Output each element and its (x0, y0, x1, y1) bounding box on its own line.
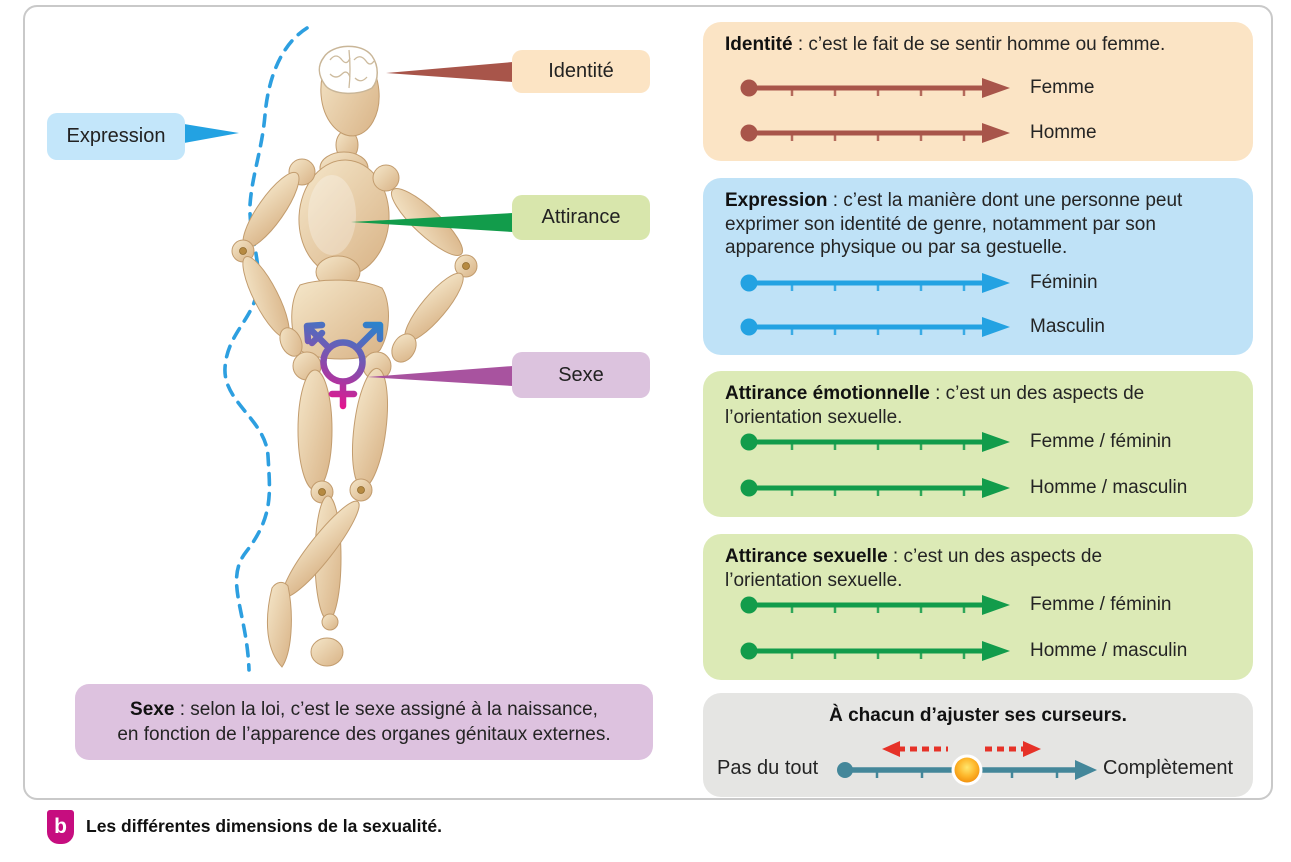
panel-attirance-emotionnelle: Attirance émotionnelle : c’est un des as… (703, 371, 1253, 517)
scale-arrow-icon (739, 429, 1017, 455)
attirance-emotionnelle-scale-femme: Femme / féminin (739, 429, 1171, 455)
scale-arrow-icon (739, 475, 1017, 501)
label-identite: Identité (512, 50, 650, 93)
caption-badge-b: b (47, 810, 74, 844)
panel-expression: Expression : c’est la manière dont une p… (703, 178, 1253, 355)
slider-knob[interactable] (951, 754, 983, 786)
panel-adjust-cursors: À chacun d’ajuster ses curseurs. Pas du … (703, 693, 1253, 797)
scale-arrow-icon (739, 270, 1017, 296)
attirance-emotionnelle-scale-homme: Homme / masculin (739, 475, 1187, 501)
label-sexe: Sexe (512, 352, 650, 398)
scale-arrow-icon (739, 120, 1017, 146)
sexe-definition-line2: en fonction de l’apparence des organes g… (117, 724, 611, 745)
panel-attirance-sexuelle-title: Attirance sexuelle : c’est un des aspect… (725, 546, 1103, 591)
panel-attirance-emotionnelle-title: Attirance émotionnelle : c’est un des as… (725, 383, 1145, 428)
expression-scale-feminin: Féminin (739, 270, 1098, 296)
label-expression: Expression (47, 113, 185, 160)
figure-caption: b Les différentes dimensions de la sexua… (47, 810, 442, 844)
attirance-sexuelle-scale-femme: Femme / féminin (739, 592, 1171, 618)
adjust-left-label: Pas du tout (717, 757, 819, 779)
label-attirance: Attirance (512, 195, 650, 240)
identite-scale-femme: Femme (739, 75, 1094, 101)
panel-identite: Identité : c’est le fait de se sentir ho… (703, 22, 1253, 161)
scale-arrow-icon (739, 75, 1017, 101)
expression-scale-masculin: Masculin (739, 314, 1105, 340)
scale-arrow-icon (739, 314, 1017, 340)
adjust-range-arrows (882, 741, 1041, 757)
panel-expression-title: Expression : c’est la manière dont une p… (725, 190, 1183, 258)
adjust-title: À chacun d’ajuster ses curseurs. (829, 705, 1127, 726)
scale-arrow-icon (739, 638, 1017, 664)
attirance-sexuelle-scale-homme: Homme / masculin (739, 638, 1187, 664)
caption-text: Les différentes dimensions de la sexuali… (86, 816, 442, 836)
panel-attirance-sexuelle: Attirance sexuelle : c’est un des aspect… (703, 534, 1253, 680)
scale-arrow-icon (739, 592, 1017, 618)
identite-scale-homme: Homme (739, 120, 1097, 146)
adjust-slider (837, 741, 1097, 786)
sexe-definition-box: Sexe : selon la loi, c’est le sexe assig… (75, 684, 653, 760)
sexe-definition-line1: Sexe : selon la loi, c’est le sexe assig… (130, 699, 598, 720)
panel-identite-title: Identité : c’est le fait de se sentir ho… (725, 34, 1166, 55)
adjust-right-label: Complètement (1103, 757, 1234, 779)
